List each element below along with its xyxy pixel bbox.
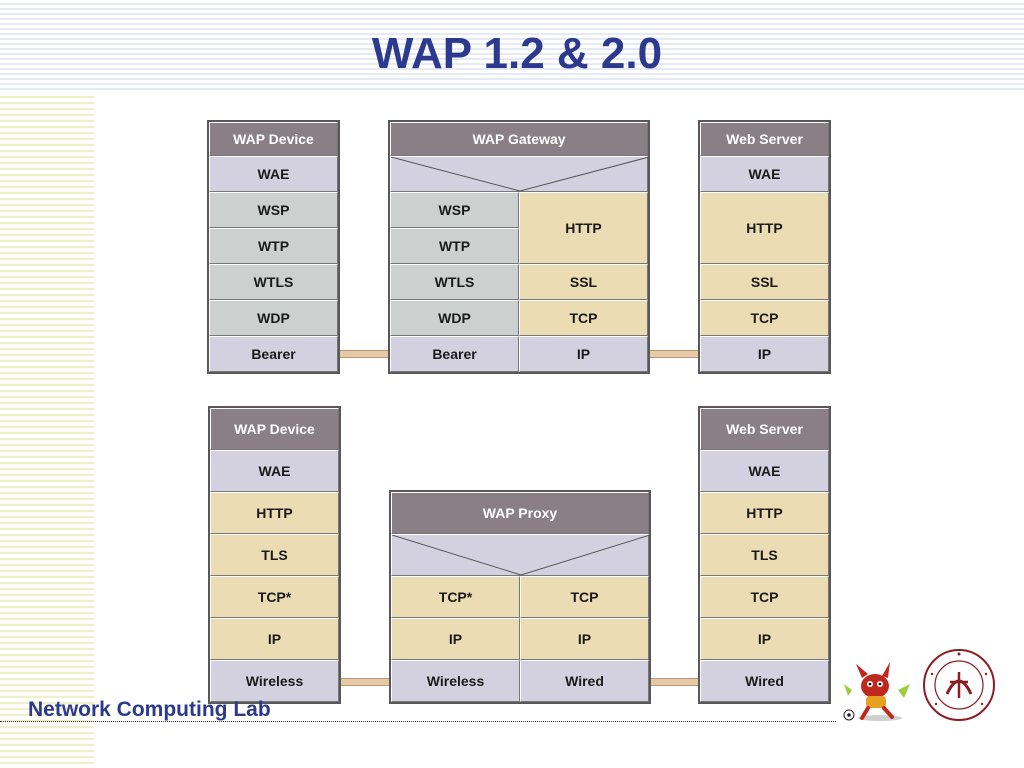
wap20-proxy-left-wireless: Wireless bbox=[391, 660, 520, 702]
wap12-gateway-left-wsp: WSP bbox=[390, 192, 519, 228]
wap20-connector-device-proxy bbox=[341, 678, 389, 686]
wap12-gateway-left-wtp: WTP bbox=[390, 228, 519, 264]
wap12-server-layer-tcp: TCP bbox=[700, 300, 829, 336]
wap20-server-layer-wired: Wired bbox=[700, 660, 829, 702]
slide-title: WAP 1.2 & 2.0 bbox=[371, 29, 663, 78]
wap12-gateway-v-shape bbox=[390, 156, 649, 192]
wap20-device-layer-tcp: TCP* bbox=[210, 576, 339, 618]
wap12-server-layer-http: HTTP bbox=[700, 192, 829, 264]
wap12-server-stack: Web Server WAE HTTP SSL TCP IP bbox=[698, 120, 831, 374]
wap12-gateway-right-ip: IP bbox=[519, 336, 648, 372]
wap12-gateway-v-lines bbox=[391, 157, 649, 192]
header-band bbox=[0, 0, 1024, 92]
wap20-proxy-stack: WAP Proxy TCP* IP Wireless TCP IP Wired bbox=[389, 490, 651, 704]
wap20-proxy-right-tcp: TCP bbox=[520, 576, 649, 618]
wap20-connector-proxy-server bbox=[651, 678, 698, 686]
wap12-gateway-stack: WAP Gateway WSP WTP WTLS WDP Bearer HTTP… bbox=[388, 120, 650, 374]
wap20-device-layer-http: HTTP bbox=[210, 492, 339, 534]
wap12-gateway-left-bearer: Bearer bbox=[390, 336, 519, 372]
wap20-server-stack: Web Server WAE HTTP TLS TCP IP Wired bbox=[698, 406, 831, 704]
wap20-server-layer-tcp: TCP bbox=[700, 576, 829, 618]
footer-dotted-line bbox=[0, 721, 836, 722]
wap20-proxy-v-shape bbox=[391, 534, 650, 576]
wap12-server-header: Web Server bbox=[700, 122, 829, 156]
wap12-server-layer-ssl: SSL bbox=[700, 264, 829, 300]
wap20-device-layer-ip: IP bbox=[210, 618, 339, 660]
wap12-device-header: WAP Device bbox=[209, 122, 338, 156]
wap20-proxy-left-tcp: TCP* bbox=[391, 576, 520, 618]
wap20-device-layer-wireless: Wireless bbox=[210, 660, 339, 702]
wap12-device-layer-wtp: WTP bbox=[209, 228, 338, 264]
wap20-proxy-header: WAP Proxy bbox=[391, 492, 649, 534]
wap20-proxy-right-ip: IP bbox=[520, 618, 649, 660]
wap20-server-header: Web Server bbox=[700, 408, 829, 450]
wap12-gateway-left-wtls: WTLS bbox=[390, 264, 519, 300]
mascot-logo bbox=[843, 662, 910, 721]
wap12-gateway-left-wdp: WDP bbox=[390, 300, 519, 336]
wap20-proxy-right-wired: Wired bbox=[520, 660, 649, 702]
wap20-proxy-left-ip: IP bbox=[391, 618, 520, 660]
wap12-device-layer-wdp: WDP bbox=[209, 300, 338, 336]
wap12-gateway-header: WAP Gateway bbox=[390, 122, 648, 156]
wap12-device-layer-wtls: WTLS bbox=[209, 264, 338, 300]
university-seal bbox=[923, 649, 995, 721]
wap12-device-stack: WAP Device WAE WSP WTP WTLS WDP Bearer bbox=[207, 120, 340, 374]
wap12-device-layer-wsp: WSP bbox=[209, 192, 338, 228]
wap12-gateway-right-ssl: SSL bbox=[519, 264, 648, 300]
wap20-proxy-v-lines bbox=[392, 535, 650, 576]
wap12-server-layer-ip: IP bbox=[700, 336, 829, 372]
wap20-server-layer-tls: TLS bbox=[700, 534, 829, 576]
wap20-device-layer-wae: WAE bbox=[210, 450, 339, 492]
wap12-server-layer-wae: WAE bbox=[700, 156, 829, 192]
wap12-device-layer-wae: WAE bbox=[209, 156, 338, 192]
wap20-server-layer-wae: WAE bbox=[700, 450, 829, 492]
wap20-server-layer-http: HTTP bbox=[700, 492, 829, 534]
wap20-device-header: WAP Device bbox=[210, 408, 339, 450]
wap12-gateway-right-http: HTTP bbox=[519, 192, 648, 264]
wap12-device-layer-bearer: Bearer bbox=[209, 336, 338, 372]
wap12-connector-gateway-server bbox=[650, 350, 698, 358]
footer-lab-name: Network Computing Lab bbox=[28, 698, 271, 721]
wap12-gateway-right-tcp: TCP bbox=[519, 300, 648, 336]
left-decorative-strip bbox=[0, 92, 94, 768]
wap12-connector-device-gateway bbox=[340, 350, 388, 358]
wap20-device-stack: WAP Device WAE HTTP TLS TCP* IP Wireless bbox=[208, 406, 341, 704]
wap20-server-layer-ip: IP bbox=[700, 618, 829, 660]
wap20-device-layer-tls: TLS bbox=[210, 534, 339, 576]
